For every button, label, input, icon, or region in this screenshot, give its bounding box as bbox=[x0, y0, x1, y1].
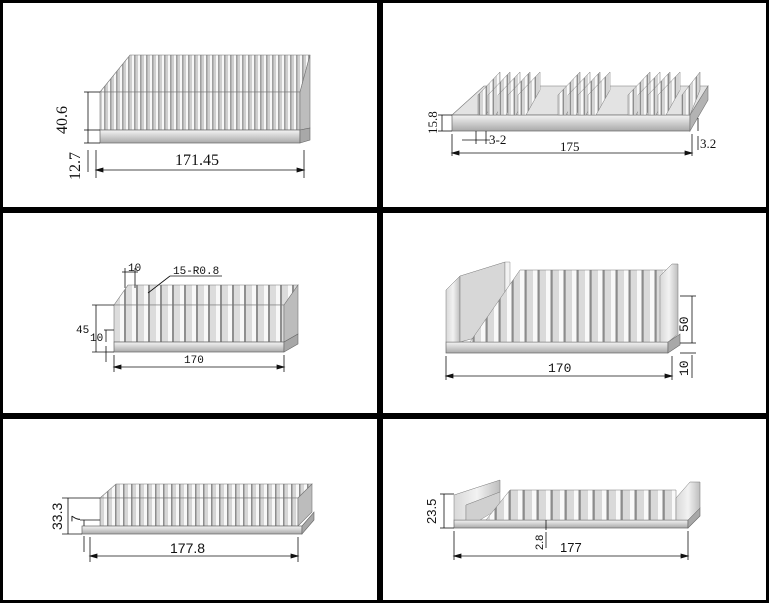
panel-3 bbox=[0, 210, 380, 416]
panel-2 bbox=[380, 0, 769, 210]
panel-5 bbox=[0, 416, 380, 603]
panel-6 bbox=[380, 416, 769, 603]
panel-1 bbox=[0, 0, 380, 210]
panel-4 bbox=[380, 210, 769, 416]
